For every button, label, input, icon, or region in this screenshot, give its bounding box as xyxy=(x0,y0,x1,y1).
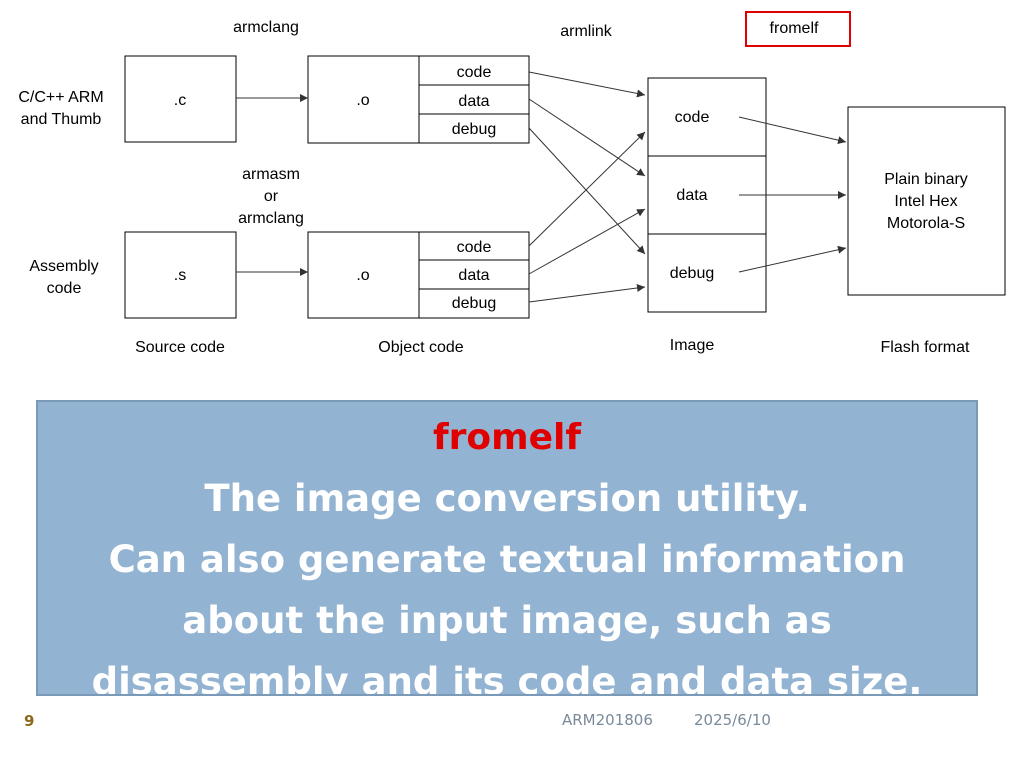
input-label-asm-line1: Assembly xyxy=(29,258,98,275)
tool-label-armlink: armlink xyxy=(560,23,613,40)
callout-line-4: disassembly and its code and data size. xyxy=(91,660,923,696)
input-label-c-line2: and Thumb xyxy=(21,111,102,128)
arrow-top-code-to-image-code xyxy=(528,71,646,98)
callout-line-1: The image conversion utility. xyxy=(204,477,810,520)
object-bottom-section-code: code xyxy=(457,239,492,256)
arrow-image-code-to-flash xyxy=(738,116,847,145)
object-top-section-code: code xyxy=(457,64,492,81)
stage-label-flash-format: Flash format xyxy=(881,339,970,356)
flow-arrows xyxy=(236,71,847,303)
arrow-image-debug-to-flash xyxy=(738,245,847,273)
flash-format-box: Plain binary Intel Hex Motorola-S xyxy=(847,106,1006,296)
tool-label-armclang: armclang xyxy=(233,19,299,36)
fromelf-highlight-box xyxy=(745,11,851,47)
stage-label-source-code: Source code xyxy=(135,339,225,356)
arrow-bottom-code-to-image-code xyxy=(528,131,646,247)
arrow-bottom-debug-to-image-debug xyxy=(528,284,646,303)
object-bottom-section-debug: debug xyxy=(452,295,497,312)
footer-date: 2025/6/10 xyxy=(694,711,771,729)
source-box-c-label: .c xyxy=(174,92,186,109)
object-box-bottom-label: .o xyxy=(356,267,369,284)
arrow-top-debug-to-image-debug xyxy=(528,127,646,255)
tool-label-armasm: armasm xyxy=(242,166,300,183)
object-bottom-section-data: data xyxy=(458,267,489,284)
arrow-bottom-data-to-image-data xyxy=(528,208,646,275)
slide-number: 9 xyxy=(24,712,35,730)
stage-label-image: Image xyxy=(670,337,715,354)
arrow-top-data-to-image-data xyxy=(528,98,646,177)
source-box-c: .c xyxy=(124,55,237,143)
tool-label-fromelf: fromelf xyxy=(770,20,819,37)
flash-format-motorola-s: Motorola-S xyxy=(887,215,965,232)
tool-label-or: or xyxy=(264,188,279,205)
flash-format-plain-binary: Plain binary xyxy=(884,171,968,188)
object-box-top-label: .o xyxy=(356,92,369,109)
stage-label-object-code: Object code xyxy=(378,339,463,356)
image-section-data: data xyxy=(676,187,707,204)
source-box-s: .s xyxy=(124,231,237,319)
callout-heading: fromelf xyxy=(432,417,582,458)
object-box-top: .o code data debug xyxy=(307,55,530,144)
description-callout: fromelf The image conversion utility. Ca… xyxy=(36,400,978,696)
image-section-debug: debug xyxy=(670,265,715,282)
toolchain-diagram: armclang armasm or armclang armlink from… xyxy=(18,11,1006,356)
object-top-section-data: data xyxy=(458,93,489,110)
input-label-c-line1: C/C++ ARM xyxy=(18,89,103,106)
callout-line-2: Can also generate textual information xyxy=(108,538,906,581)
flash-format-intel-hex: Intel Hex xyxy=(894,193,957,210)
callout-line-3: about the input image, such as xyxy=(182,599,832,642)
image-section-code: code xyxy=(675,109,710,126)
input-label-asm-line2: code xyxy=(47,280,82,297)
footer-course-code: ARM201806 xyxy=(562,711,653,729)
image-box: code data debug xyxy=(647,77,767,313)
object-top-section-debug: debug xyxy=(452,121,497,138)
object-box-bottom: .o code data debug xyxy=(307,231,530,319)
tool-label-armclang-2: armclang xyxy=(238,210,304,227)
source-box-s-label: .s xyxy=(174,267,186,284)
